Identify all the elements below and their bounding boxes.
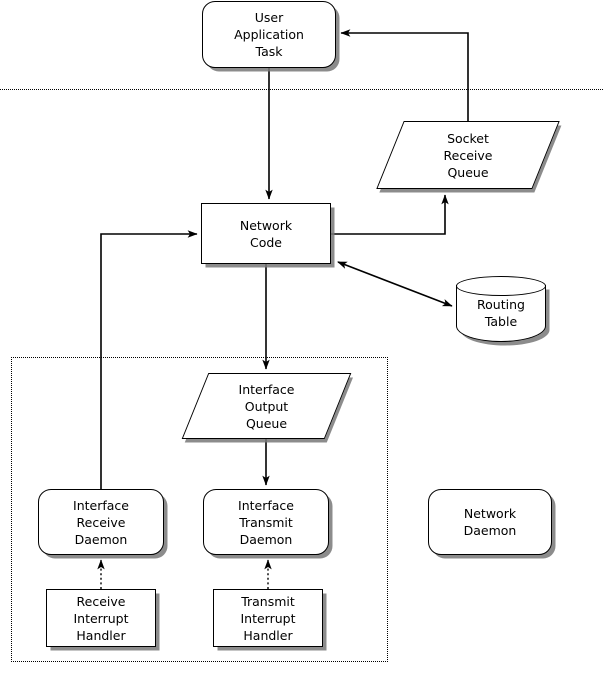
node-interface-output-queue[interactable]: Interface Output Queue: [181, 373, 352, 439]
node-transmit-interrupt-handler[interactable]: Transmit Interrupt Handler: [213, 589, 323, 647]
node-network-code[interactable]: Network Code: [201, 203, 331, 264]
connector-network-code-routing-table: [337, 261, 453, 307]
node-receive-interrupt-handler[interactable]: Receive Interrupt Handler: [46, 589, 156, 647]
user-kernel-divider: [0, 89, 603, 90]
connector-socket-queue-to-user-task: [340, 29, 469, 121]
node-network-daemon-label: Network Daemon: [463, 506, 517, 538]
connector-network-code-to-socket-queue: [331, 194, 449, 235]
node-receive-interrupt-handler-label: Receive Interrupt Handler: [73, 593, 129, 643]
node-network-daemon[interactable]: Network Daemon: [428, 489, 552, 555]
parallelogram-shape: [376, 121, 560, 189]
node-interface-transmit-daemon-label: Interface Transmit Daemon: [238, 497, 294, 547]
parallelogram-shape: [181, 373, 352, 439]
node-user-application-task[interactable]: User Application Task: [202, 1, 336, 68]
driver-region-boundary: [11, 357, 388, 662]
connector-interface-receive-daemon-to-network-code: [100, 230, 198, 489]
node-interface-transmit-daemon[interactable]: Interface Transmit Daemon: [203, 489, 329, 555]
node-network-code-label: Network Code: [239, 217, 293, 250]
cylinder-top-ellipse: [456, 276, 546, 296]
node-interface-receive-daemon-label: Interface Receive Daemon: [73, 497, 129, 547]
node-routing-table[interactable]: Routing Table: [456, 276, 546, 342]
node-socket-receive-queue[interactable]: Socket Receive Queue: [376, 121, 560, 189]
node-interface-receive-daemon[interactable]: Interface Receive Daemon: [38, 489, 164, 555]
node-transmit-interrupt-handler-label: Transmit Interrupt Handler: [240, 593, 296, 643]
node-user-application-task-label: User Application Task: [234, 10, 304, 59]
